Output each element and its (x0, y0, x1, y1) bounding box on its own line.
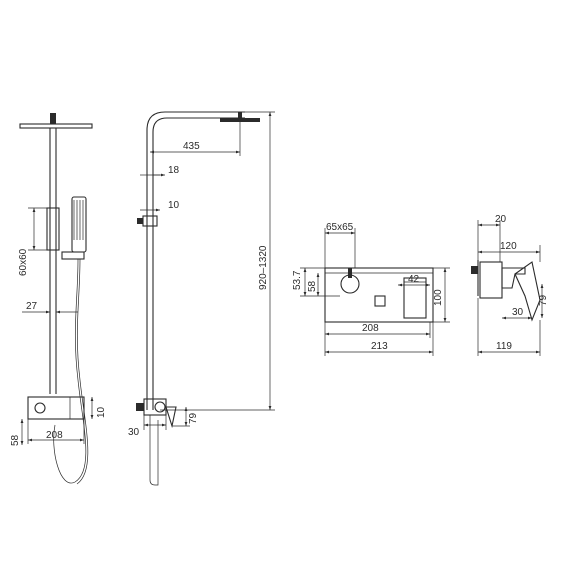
front-head-connector (50, 113, 56, 124)
mixer-side-wall-plate (471, 266, 478, 274)
front-hose (53, 258, 87, 484)
front-offset-dimension: 27 (26, 301, 38, 312)
mixer-height-53-dimension: 53.7 (292, 270, 303, 290)
mixer-side-30-dimension: 30 (512, 307, 524, 318)
side-arm-dimension: 435 (183, 141, 200, 152)
side-arm18-dimension: 18 (168, 165, 180, 176)
front-holder (61, 251, 85, 260)
mixer-side-119-dimension: 119 (496, 341, 512, 352)
front-body-dimension: 208 (46, 430, 63, 441)
side-holder-dimension: 10 (168, 200, 180, 211)
side-height-dimension: 920–1320 (258, 245, 269, 290)
mixer-spout-dimension: 42 (408, 274, 420, 285)
front-base-dimension: 58 (10, 434, 21, 446)
front-mixer-knob (34, 402, 46, 414)
mixer-front-spout (403, 277, 427, 319)
mixer-width-208-dimension: 208 (362, 323, 379, 334)
mixer-side-handle (501, 267, 526, 289)
side-main-pipe (146, 111, 245, 410)
mixer-side-body (479, 261, 503, 299)
mixer-width-213-dimension: 213 (371, 341, 388, 352)
mixer-inner-58-dimension: 58 (307, 280, 318, 292)
front-valve-dimension: 10 (96, 406, 107, 418)
mixer-height-100-dimension: 100 (433, 289, 444, 306)
mixer-front-body (324, 267, 434, 323)
mixer-side-120-dimension: 120 (500, 241, 517, 252)
side-holder (142, 215, 158, 227)
side-view: 435 18 10 920–1320 30 79 (128, 111, 275, 486)
side-wall-bracket (136, 403, 144, 411)
mixer-side-79-dimension: 79 (538, 294, 549, 306)
mixer-side-spout (514, 261, 541, 322)
front-mixer-body (27, 396, 85, 420)
mixer-side-detail: 20 120 79 30 119 (471, 214, 549, 356)
mixer-side-20-dimension: 20 (495, 214, 507, 225)
front-hand-shower (71, 196, 87, 253)
front-view: 60x60 27 10 58 208 (10, 113, 107, 485)
mixer-handle-dimension: 65x65 (326, 222, 354, 233)
front-rain-head (19, 123, 93, 129)
front-slide-rail (46, 207, 60, 251)
side-depth-dimension: 30 (128, 427, 140, 438)
front-tube-dimension: 60x60 (18, 248, 29, 276)
mixer-front-detail: 65x65 53.7 58 42 100 208 213 (292, 222, 450, 356)
side-angle-dimension: 79 (188, 412, 199, 424)
